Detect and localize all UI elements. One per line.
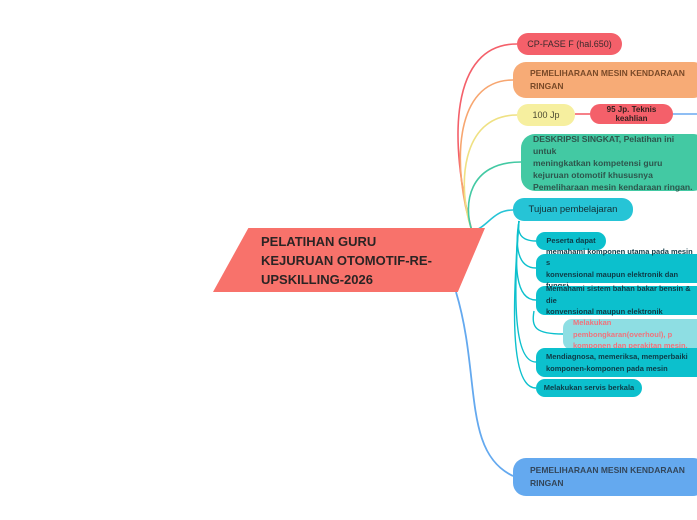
connector-peserta bbox=[517, 220, 537, 242]
node-memahami-komponen[interactable]: memahami komponen utama pada mesin s kon… bbox=[536, 247, 697, 290]
node-memahami-sistem[interactable]: Memahami sistem bahan bakar bensin & die… bbox=[536, 284, 697, 316]
connector-tujuan bbox=[471, 209, 514, 232]
connector-deskripsi bbox=[467, 161, 522, 232]
node-melakukan-overhoul[interactable]: Melakukan pembongkaran(overhoul), p komp… bbox=[563, 318, 697, 350]
node-100-jp[interactable]: 100 Jp bbox=[517, 104, 575, 126]
connector-mendiagnosa bbox=[515, 220, 537, 363]
central-topic[interactable]: PELATIHAN GURU KEJURUAN OTOMOTIF-RE- UPS… bbox=[213, 228, 485, 292]
connector-jp-100 bbox=[463, 114, 518, 232]
connector-memahami-komponen bbox=[516, 220, 537, 269]
node-cp-fase[interactable]: CP-FASE F (hal.650) bbox=[517, 33, 622, 55]
connector-pemeliharaan-bottom bbox=[455, 291, 514, 477]
node-mendiagnosa[interactable]: Mendiagnosa, memeriksa, memperbaiki komp… bbox=[536, 348, 697, 377]
node-tujuan-pembelajaran[interactable]: Tujuan pembelajaran bbox=[513, 198, 633, 221]
connector-cp-fase bbox=[457, 43, 518, 232]
node-deskripsi-singkat[interactable]: DESKRIPSI SINGKAT, Pelatihan ini untuk m… bbox=[521, 134, 697, 192]
node-pemeliharaan-top[interactable]: PEMELIHARAAN MESIN KENDARAAN RINGAN bbox=[513, 62, 697, 98]
node-peserta-dapat[interactable]: Peserta dapat bbox=[536, 232, 606, 250]
connector-melakukan-overhoul bbox=[532, 310, 564, 335]
node-melakukan-servis-berkala[interactable]: Melakukan servis berkala bbox=[536, 379, 642, 397]
node-pemeliharaan-bottom[interactable]: PEMELIHARAAN MESIN KENDARAAN RINGAN bbox=[513, 458, 697, 496]
node-95-jp-teknis-keahlian[interactable]: 95 Jp. Teknis keahlian bbox=[590, 104, 673, 124]
connector-servis bbox=[513, 220, 537, 389]
